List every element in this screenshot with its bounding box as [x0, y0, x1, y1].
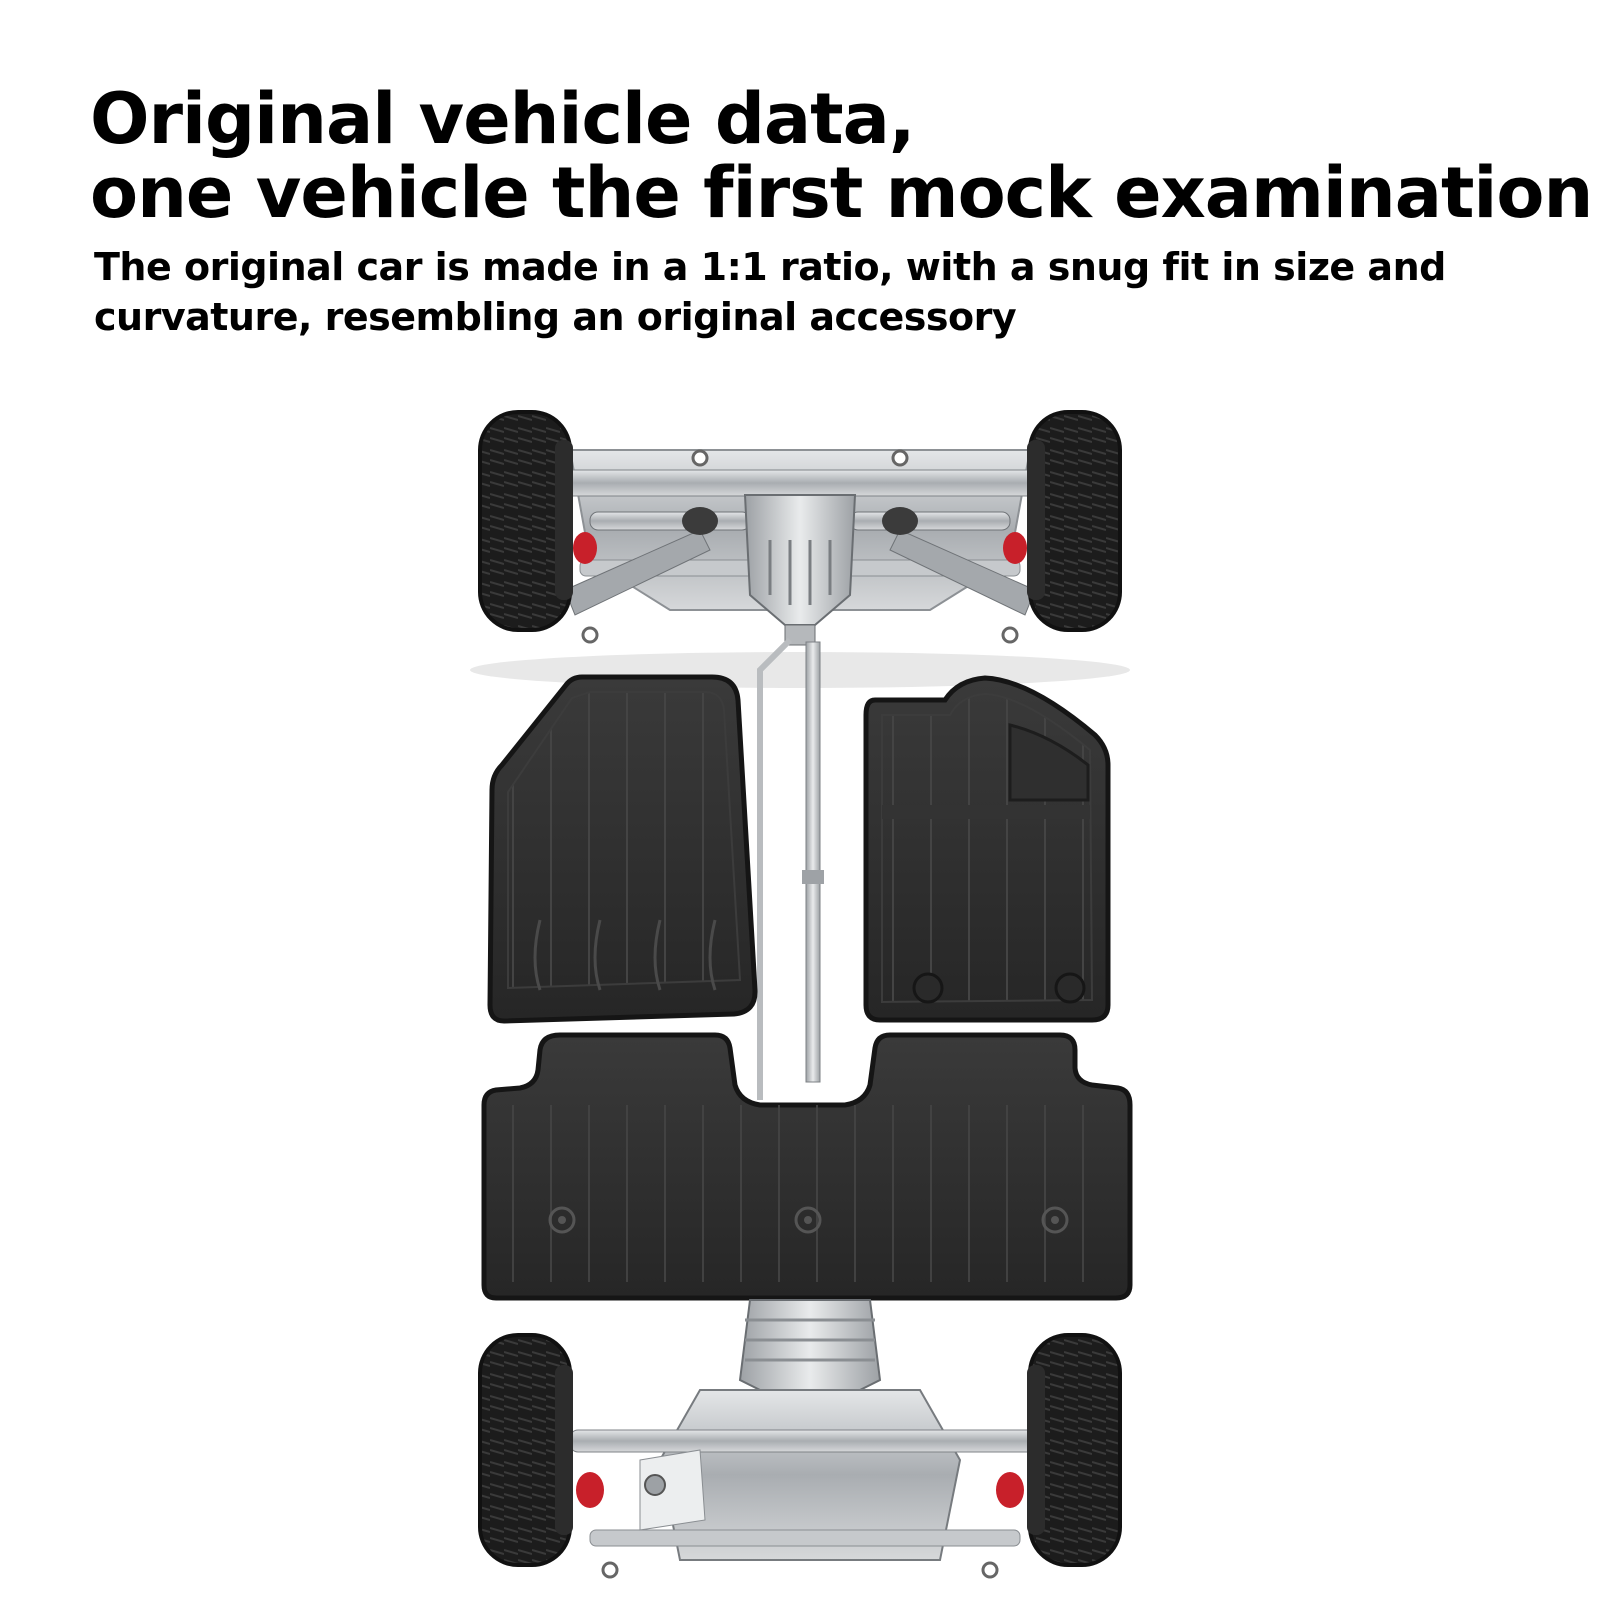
rear-axle: [569, 1299, 1041, 1579]
rear-left-tire: [478, 1333, 573, 1567]
subheadline: The original car is made in a 1:1 ratio,…: [94, 245, 1446, 339]
front-axle: [470, 449, 1130, 688]
front-left-tire: [478, 410, 573, 632]
front-left-floor-mat: [487, 674, 758, 1024]
rear-floor-mat: [481, 1032, 1133, 1301]
headline-line-1: Original vehicle data,: [90, 78, 915, 160]
front-right-floor-mat: [863, 675, 1111, 1023]
front-right-tire: [1027, 410, 1122, 632]
headline-line-2: one vehicle the first mock examination: [90, 152, 1593, 234]
headline: Original vehicle data, one vehicle the f…: [90, 78, 1593, 234]
chassis-with-floor-mats-illustration: [470, 410, 1133, 1579]
rear-right-tire: [1027, 1333, 1122, 1567]
drive-shaft: [757, 637, 824, 1100]
